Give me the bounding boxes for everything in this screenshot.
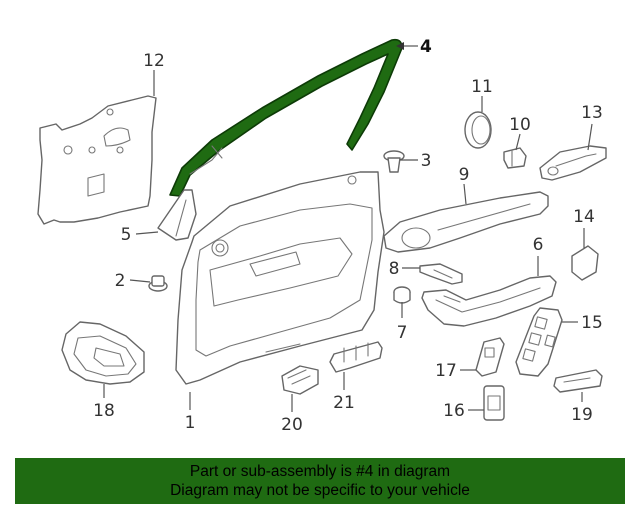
callout-20: 20 bbox=[281, 415, 303, 435]
callout-11: 11 bbox=[471, 77, 493, 97]
part-15-switch-panel[interactable] bbox=[515, 307, 563, 377]
part-9-upper-trim[interactable] bbox=[383, 191, 549, 253]
callout-18: 18 bbox=[93, 401, 115, 421]
callout-13: 13 bbox=[581, 103, 603, 123]
callout-15: 15 bbox=[581, 313, 603, 333]
part-10-bracket[interactable] bbox=[503, 147, 527, 169]
parts-diagram: 12 4 5 2 3 11 10 13 9 14 8 6 7 15 17 16 … bbox=[37, 37, 607, 435]
callout-5: 5 bbox=[121, 225, 132, 245]
callout-4[interactable]: 4 bbox=[420, 37, 432, 57]
callout-3: 3 bbox=[421, 151, 432, 171]
callout-6: 6 bbox=[533, 235, 544, 255]
callout-17: 17 bbox=[435, 361, 457, 381]
part-5-mirror-cover[interactable] bbox=[157, 189, 197, 241]
leader-lines bbox=[103, 42, 593, 412]
callout-numbers: 12 4 5 2 3 11 10 13 9 14 8 6 7 15 17 16 … bbox=[93, 37, 603, 435]
part-3-push-clip[interactable] bbox=[383, 150, 405, 173]
info-banner: Part or sub-assembly is #4 in diagram Di… bbox=[15, 458, 625, 504]
banner-line-1: Part or sub-assembly is #4 in diagram bbox=[189, 463, 451, 480]
part-20-bracket[interactable] bbox=[281, 365, 319, 395]
callout-16: 16 bbox=[443, 401, 465, 421]
part-12-door-liner[interactable] bbox=[37, 95, 157, 225]
part-11-speaker-grille[interactable] bbox=[464, 111, 492, 149]
part-19-trim[interactable] bbox=[553, 369, 603, 393]
part-1-door-trim-panel[interactable] bbox=[175, 171, 385, 385]
callout-9: 9 bbox=[459, 165, 470, 185]
part-2-clip[interactable] bbox=[148, 275, 168, 292]
part-18-seat-switch[interactable] bbox=[61, 321, 145, 385]
part-16-switch[interactable] bbox=[483, 385, 505, 421]
callout-2: 2 bbox=[115, 271, 126, 291]
callout-21: 21 bbox=[333, 393, 355, 413]
part-13-door-handle[interactable] bbox=[539, 145, 607, 181]
part-6-armrest[interactable] bbox=[421, 275, 557, 327]
part-21-bracket[interactable] bbox=[329, 341, 383, 373]
banner-line-2: Diagram may not be specific to your vehi… bbox=[170, 482, 470, 499]
callout-7: 7 bbox=[397, 323, 408, 343]
part-7-cap[interactable] bbox=[393, 286, 411, 304]
part-17-switch[interactable] bbox=[475, 337, 505, 377]
callout-19: 19 bbox=[571, 405, 593, 425]
callout-10: 10 bbox=[509, 115, 531, 135]
callout-14: 14 bbox=[573, 207, 595, 227]
callout-1: 1 bbox=[185, 413, 196, 433]
part-8-trim-piece[interactable] bbox=[419, 263, 463, 285]
callout-8: 8 bbox=[389, 259, 400, 279]
part-14-insert[interactable] bbox=[571, 245, 599, 281]
callout-12: 12 bbox=[143, 51, 165, 71]
